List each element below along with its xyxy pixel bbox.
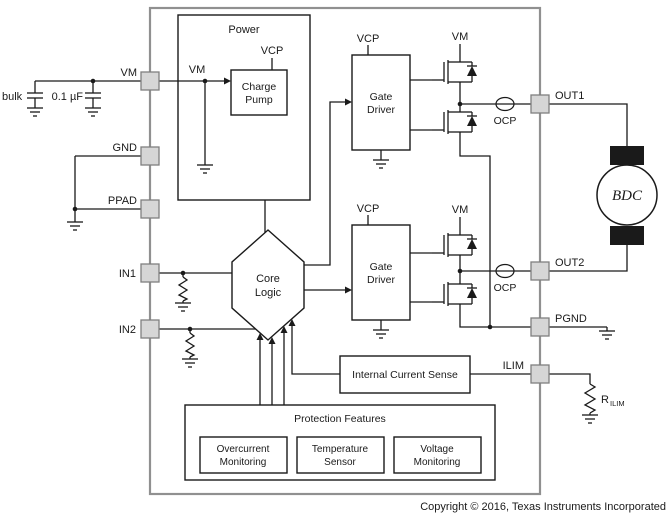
temperature-sensor-line2: Sensor	[324, 457, 356, 468]
arrow-into-gate-driver-2	[345, 286, 352, 294]
bulk-cap-label: bulk	[2, 91, 23, 103]
pin-ilim	[530, 364, 550, 384]
pin-vm-label: VM	[121, 67, 138, 79]
core-logic-block	[231, 229, 305, 341]
copyright-notice: Copyright © 2016, Texas Instruments Inco…	[420, 501, 666, 513]
motor-terminal-top	[610, 146, 644, 165]
pin-gnd	[140, 146, 160, 166]
gnd-pin-ground	[66, 221, 84, 231]
temperature-sensor-block	[296, 436, 385, 474]
rilim-resistor	[581, 383, 599, 424]
decoupling-capacitor	[84, 81, 102, 117]
vcp-gate-driver-2-label: VCP	[357, 203, 380, 215]
gate-driver-1-label-line2: Driver	[367, 104, 396, 116]
pin-vm	[140, 71, 160, 91]
arrow-current-sense	[288, 319, 296, 326]
ocp-label-2: OCP	[494, 282, 517, 294]
charge-pump-label-line1: Charge	[242, 81, 277, 93]
vm-half-bridge-1-label: VM	[452, 31, 469, 43]
gate-driver-2-block	[351, 224, 411, 321]
arrow-into-gate-driver-1	[345, 98, 352, 106]
pin-ppad	[140, 199, 160, 219]
overcurrent-monitoring-block	[199, 436, 288, 474]
motor-terminal-bottom	[610, 226, 644, 245]
rilim-label-subscript: ILIM	[610, 399, 625, 408]
vm-half-bridge-2-label: VM	[452, 204, 469, 216]
voltage-monitoring-line2: Monitoring	[414, 457, 461, 468]
core-logic-label-line1: Core	[256, 273, 280, 285]
arrow-protection-2	[268, 337, 276, 344]
pin-pgnd-label: PGND	[555, 313, 587, 325]
bulk-capacitor	[26, 81, 44, 117]
pin-out1-label: OUT1	[555, 90, 584, 102]
wiring	[35, 44, 628, 405]
arrow-protection-1	[256, 333, 264, 340]
overcurrent-monitoring-line1: Overcurrent	[217, 444, 270, 455]
in1-pulldown-resistor	[174, 276, 192, 312]
gate-driver-2-label-line2: Driver	[367, 274, 396, 286]
pin-pgnd	[530, 317, 550, 337]
gate-driver-2-label-line1: Gate	[370, 261, 393, 273]
pin-out2	[530, 261, 550, 281]
pin-out2-label: OUT2	[555, 257, 584, 269]
protection-features-title: Protection Features	[294, 413, 386, 425]
ocp-bubble-out1	[495, 96, 515, 112]
voltage-monitoring-line1: Voltage	[420, 444, 454, 455]
pin-in2-label: IN2	[119, 324, 136, 336]
gate-driver-1-label-line1: Gate	[370, 91, 393, 103]
vcp-gate-driver-1-label: VCP	[357, 33, 380, 45]
motor-body	[596, 164, 658, 226]
pin-out1	[530, 94, 550, 114]
arrowheads	[224, 77, 352, 344]
ocp-label-1: OCP	[494, 115, 517, 127]
voltage-monitoring-block	[393, 436, 482, 474]
arrow-into-charge-pump	[224, 77, 231, 85]
motor-label: BDC	[612, 188, 643, 204]
rilim-label: R	[601, 394, 609, 406]
arrow-protection-3	[280, 326, 288, 333]
pin-gnd-label: GND	[113, 142, 138, 154]
labels: Power Charge Pump VM VCP Core Logic VCP …	[2, 24, 666, 513]
pin-in2	[140, 319, 160, 339]
overcurrent-monitoring-line2: Monitoring	[220, 457, 267, 468]
pgnd-ground	[598, 330, 616, 340]
vcp-charge-pump-label: VCP	[261, 45, 284, 57]
power-block-title: Power	[228, 24, 260, 36]
temperature-sensor-line1: Temperature	[312, 444, 369, 455]
decoupling-cap-label: 0.1 µF	[52, 91, 84, 103]
vm-internal-label: VM	[189, 64, 206, 76]
in2-pulldown-resistor	[181, 332, 199, 368]
pin-in1	[140, 263, 160, 283]
pins	[140, 71, 550, 384]
pin-ppad-label: PPAD	[108, 195, 137, 207]
bdc-motor: BDC	[596, 146, 658, 245]
gate-driver-1-block	[351, 54, 411, 151]
internal-current-sense-label: Internal Current Sense	[352, 369, 458, 381]
core-logic-label-line2: Logic	[255, 287, 282, 299]
ocp-bubble-out2	[495, 263, 515, 279]
internal-current-sense-block	[339, 355, 471, 394]
charge-pump-label-line2: Pump	[245, 94, 273, 106]
charge-pump-block	[230, 69, 288, 116]
pin-ilim-label: ILIM	[503, 360, 524, 372]
pin-in1-label: IN1	[119, 268, 136, 280]
